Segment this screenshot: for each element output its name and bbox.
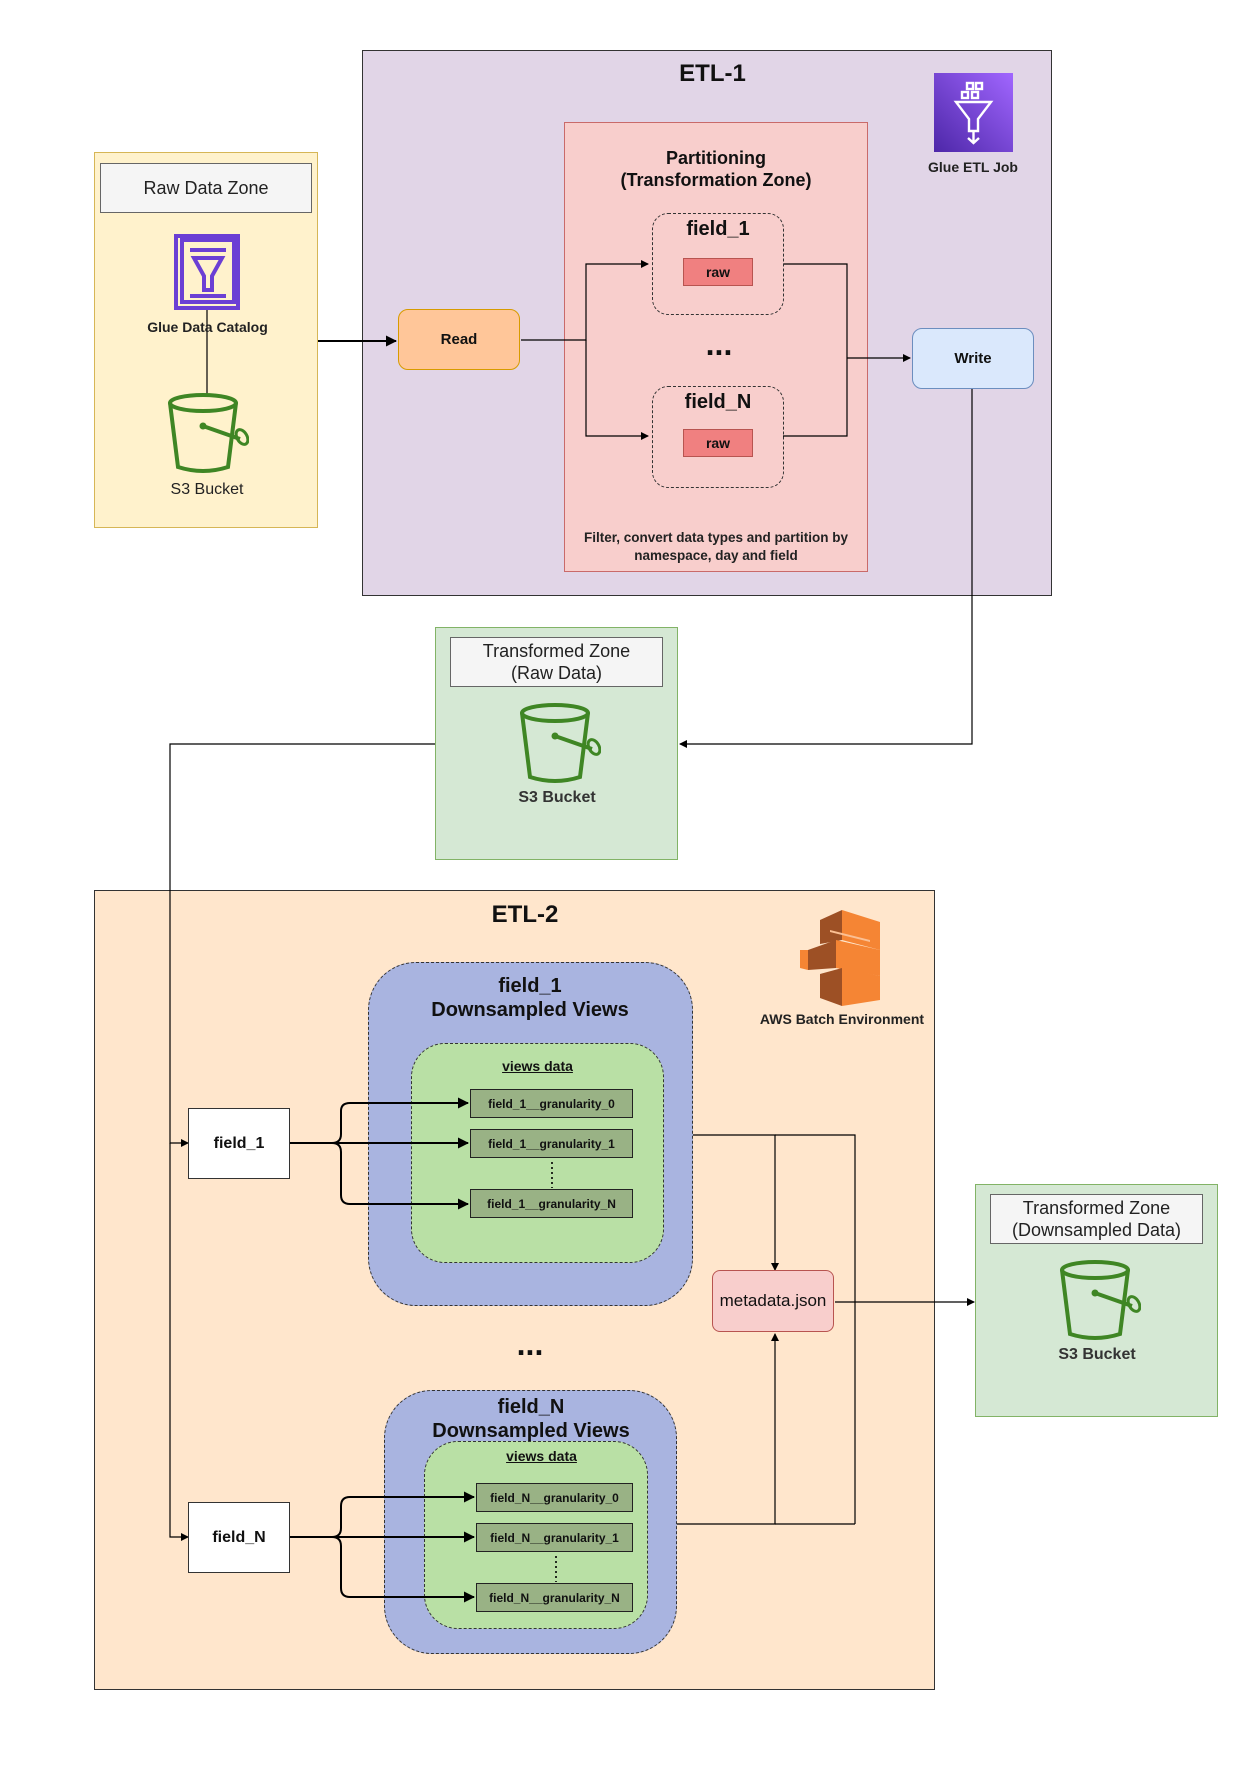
raw-data-zone-title: Raw Data Zone <box>100 163 312 213</box>
transformed-zone-downsampled-title: Transformed Zone (Downsampled Data) <box>990 1194 1203 1244</box>
transformed-zone-downsampled-title-line2: (Downsampled Data) <box>1011 1220 1182 1240</box>
field-1-box: field_1 <box>188 1108 290 1179</box>
transformed-zone-raw-title: Transformed Zone (Raw Data) <box>450 637 663 687</box>
field-n-granularity-n: field_N__granularity_N <box>476 1583 633 1612</box>
partitioning-caption-line2: namespace, day and field <box>634 548 798 563</box>
etl1-title: ETL-1 <box>679 60 746 87</box>
transformed-zone-raw-title-line1: Transformed Zone <box>482 641 631 661</box>
field-1-granularity-1: field_1__granularity_1 <box>470 1129 633 1158</box>
s3-bucket-icon <box>1057 1260 1142 1342</box>
read-to-field-1-arrow <box>521 260 649 341</box>
field-n-downsampled-title-line1: field_N <box>497 1396 565 1418</box>
s3-bucket-icon <box>165 393 250 475</box>
glue-data-catalog-icon <box>170 232 244 312</box>
raw-data-zone <box>94 152 318 528</box>
field-1-to-write-line <box>783 263 848 358</box>
field-n-to-gran-n-arrow <box>331 1536 475 1603</box>
aws-batch-icon <box>800 910 880 1006</box>
etl2-title: ETL-2 <box>491 901 559 928</box>
partitioning-caption: Filter, convert data types and partition… <box>570 528 862 566</box>
group-1-to-metadata-arrow <box>693 1134 779 1271</box>
field-n-to-gran-0-arrow <box>290 1491 475 1538</box>
field-1-views-data-label: views data <box>502 1058 573 1074</box>
partition-field-n-raw-tag: raw <box>683 429 753 457</box>
partitioning-title: Partitioning (Transformation Zone) <box>574 144 858 194</box>
field-1-downsampled-views-title: field_1 Downsampled Views <box>390 972 670 1024</box>
transformed-zone-downsampled-title-line1: Transformed Zone <box>1022 1198 1171 1218</box>
partition-field-n <box>652 386 784 488</box>
field-n-granularity-0: field_N__granularity_0 <box>476 1483 633 1512</box>
partition-field-1-raw-tag: raw <box>683 258 753 286</box>
field-1-to-gran-0-arrow <box>290 1097 469 1144</box>
s3-bucket-icon <box>517 703 602 785</box>
partitioning-title-line1: Partitioning <box>666 148 766 168</box>
partitioning-zone <box>564 122 868 572</box>
partition-ellipsis: ... <box>705 326 733 362</box>
partitioning-title-line2: (Transformation Zone) <box>620 170 812 190</box>
glue-data-catalog-label: Glue Data Catalog <box>147 319 268 335</box>
field-n-downsampled-title-line2: Downsampled Views <box>432 1420 630 1442</box>
metadata-json: metadata.json <box>712 1270 834 1332</box>
partition-field-n-name: field_N <box>684 390 752 413</box>
partition-field-1-name: field_1 <box>686 217 750 240</box>
field-n-granularity-1: field_N__granularity_1 <box>476 1523 633 1552</box>
group-1-outer-loop <box>775 1134 856 1524</box>
transformed-raw-to-field-1-arrow <box>169 743 435 1147</box>
glue-etl-job-icon <box>934 73 1013 152</box>
field-n-views-data-label: views data <box>506 1448 577 1464</box>
read-step: Read <box>398 309 520 370</box>
field-1-to-gran-n-arrow <box>331 1142 469 1210</box>
transformed-raw-s3-label: S3 Bucket <box>518 789 596 806</box>
raw-s3-bucket-label: S3 Bucket <box>170 481 244 498</box>
write-step: Write <box>912 328 1034 389</box>
field-n-to-write-line <box>783 358 848 437</box>
field-n-box: field_N <box>188 1502 290 1573</box>
glue-etl-job-label: Glue ETL Job <box>928 159 1018 175</box>
field-1-granularity-0: field_1__granularity_0 <box>470 1089 633 1118</box>
field-1-downsampled-title-line1: field_1 <box>498 975 562 997</box>
transformed-downsampled-s3-label: S3 Bucket <box>1058 1346 1136 1363</box>
partition-field-1 <box>652 213 784 315</box>
aws-batch-label: AWS Batch Environment <box>759 1011 925 1027</box>
field-n-downsampled-views-title: field_N Downsampled Views <box>400 1393 662 1445</box>
groups-ellipsis: ... <box>516 1326 544 1362</box>
field-1-granularity-n: field_1__granularity_N <box>470 1189 633 1218</box>
write-to-transformed-raw-arrow <box>679 389 973 748</box>
field-1-downsampled-title-line2: Downsampled Views <box>431 999 629 1021</box>
read-to-field-n-arrow <box>585 340 649 440</box>
transformed-raw-to-field-n-arrow <box>169 1143 189 1541</box>
partitioning-caption-line1: Filter, convert data types and partition… <box>583 530 849 545</box>
transformed-zone-raw-title-line2: (Raw Data) <box>510 663 603 683</box>
group-n-to-metadata-arrow <box>677 1333 779 1525</box>
